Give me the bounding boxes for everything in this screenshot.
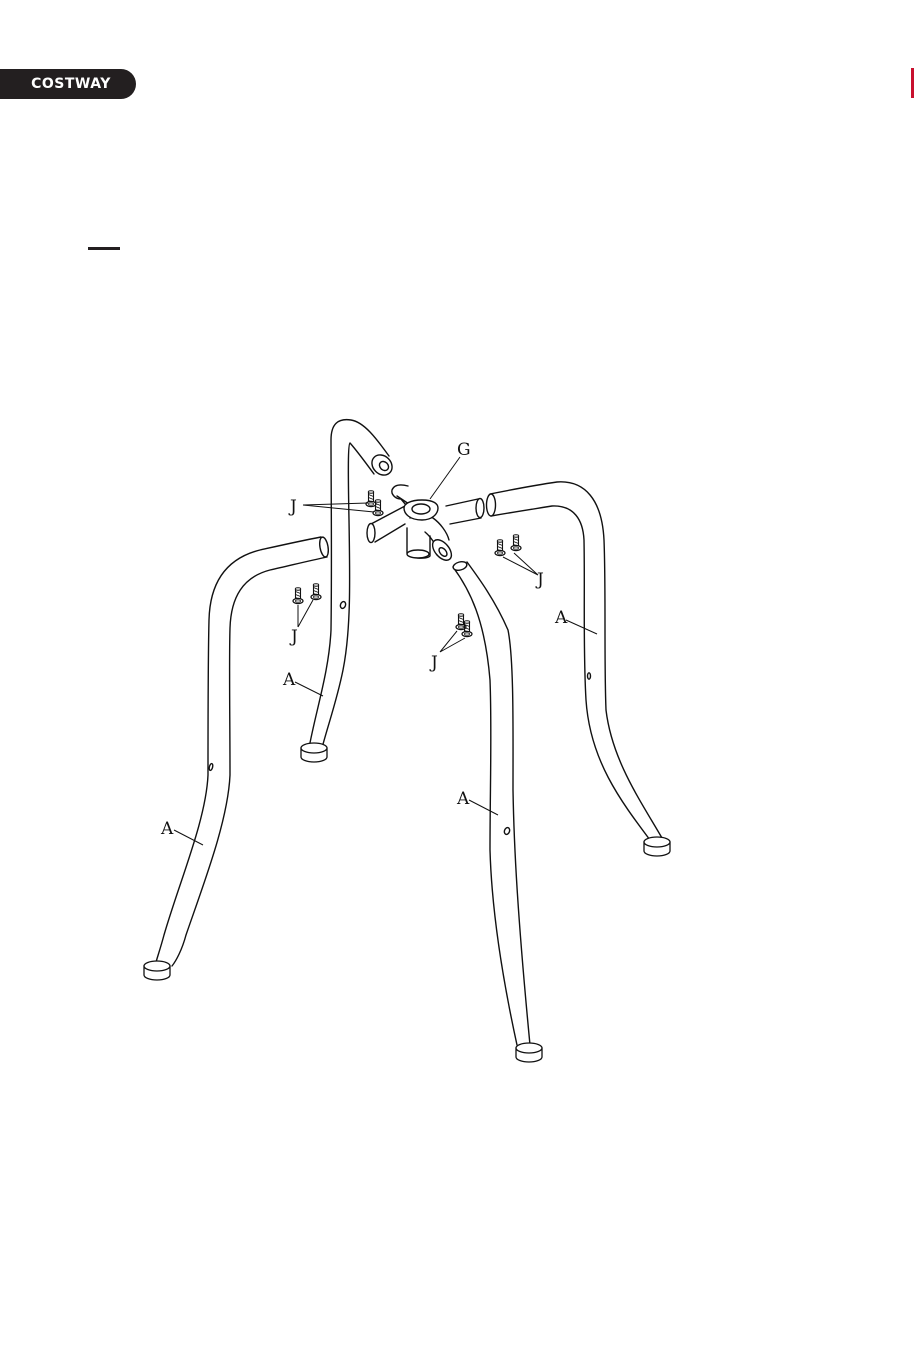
bolt-set-left (293, 584, 321, 604)
callout-a-back-right: A (554, 608, 568, 628)
connector-hub (367, 485, 484, 564)
bolt-set-center (456, 614, 472, 637)
callout-j-center: J (429, 653, 438, 673)
callout-g: G (457, 440, 471, 460)
callout-a-front-left: A (160, 819, 174, 839)
callout-a-front-center: A (456, 789, 470, 809)
callout-j-top: J (288, 497, 297, 517)
callout-j-left: J (289, 627, 298, 647)
callout-j-right: J (535, 570, 544, 590)
leader-lines (174, 457, 597, 845)
bolt-set-right (495, 535, 521, 556)
callout-a-back-left: A (282, 670, 296, 690)
